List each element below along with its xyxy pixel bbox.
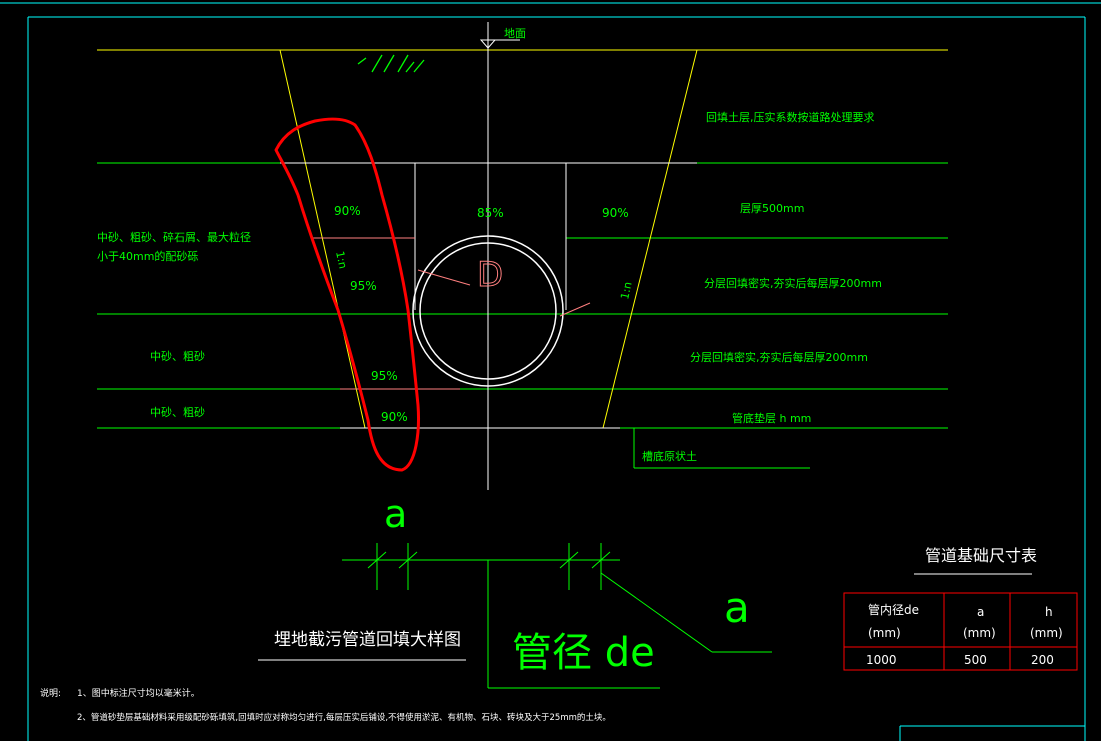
drawing-title: 埋地截污管道回填大样图 — [274, 630, 461, 650]
dimension-table — [843, 592, 1078, 671]
dimension-a-label: a — [384, 492, 407, 536]
compaction-center-top: 85% — [477, 206, 504, 220]
table-header-3-line1: h — [1045, 605, 1053, 619]
table-cell-de: 1000 — [866, 653, 897, 667]
compaction-left-top: 90% — [334, 204, 361, 218]
slope-label-left: 1:n — [333, 250, 349, 270]
table-header-2-line2: (mm) — [963, 626, 996, 640]
soil-hatch — [357, 54, 425, 73]
layer-note-3: 分层回填密实,夯实后每层厚200mm — [690, 350, 868, 364]
layer-note-2: 分层回填密实,夯实后每层厚200mm — [704, 276, 882, 290]
layer-lines — [97, 162, 948, 429]
table-header-1-line1: 管内径de — [868, 602, 919, 617]
table-header-1-line2: (mm) — [868, 626, 901, 640]
legend-box-lines — [487, 560, 660, 689]
left-material-3: 中砂、粗砂 — [150, 406, 205, 419]
dimension-a-marks — [342, 543, 772, 653]
legend-pipe-text: 管径 de — [512, 630, 655, 676]
slope-label-right: 1:n — [618, 281, 634, 301]
table-cell-h: 200 — [1031, 653, 1054, 667]
table-title: 管道基础尺寸表 — [925, 546, 1037, 565]
pipe-label: D — [477, 255, 503, 295]
trench-bottom-label: 槽底原状土 — [642, 449, 697, 463]
compaction-left-mid: 95% — [350, 279, 377, 293]
red-annotation-mark — [274, 117, 420, 472]
left-material-2: 中砂、粗砂 — [150, 350, 205, 363]
layer-note-1: 层厚500mm — [740, 202, 804, 215]
ground-label: 地面 — [504, 27, 526, 40]
compaction-right-top: 90% — [602, 206, 629, 220]
note-2: 2、管道砂垫层基础材料采用级配砂砾填筑,回填时应对称均匀进行,每层压实后铺设,不… — [77, 712, 611, 723]
left-material-1-line2: 小于40mm的配砂砾 — [97, 249, 198, 263]
trench-side-lines — [279, 49, 698, 429]
structure-lines — [280, 22, 697, 490]
table-header-2-line1: a — [977, 605, 984, 619]
pipe-section — [412, 235, 564, 387]
compaction-left-lower: 95% — [371, 369, 398, 383]
trench-bottom-leader — [633, 428, 810, 469]
backfill-top-note: 回填土层,压实系数按道路处理要求 — [706, 110, 875, 124]
notes-label: 说明: — [40, 687, 61, 699]
table-cell-a: 500 — [964, 653, 987, 667]
layer-note-4: 管底垫层 h mm — [732, 411, 811, 425]
left-material-1-line1: 中砂、粗砂、碎石屑、最大粒径 — [97, 230, 251, 244]
table-header-3-line2: (mm) — [1030, 626, 1063, 640]
note-1: 1、图中标注尺寸均以毫米计。 — [77, 687, 200, 699]
legend-a-text: a — [724, 583, 750, 632]
compaction-left-bottom: 90% — [381, 410, 408, 424]
